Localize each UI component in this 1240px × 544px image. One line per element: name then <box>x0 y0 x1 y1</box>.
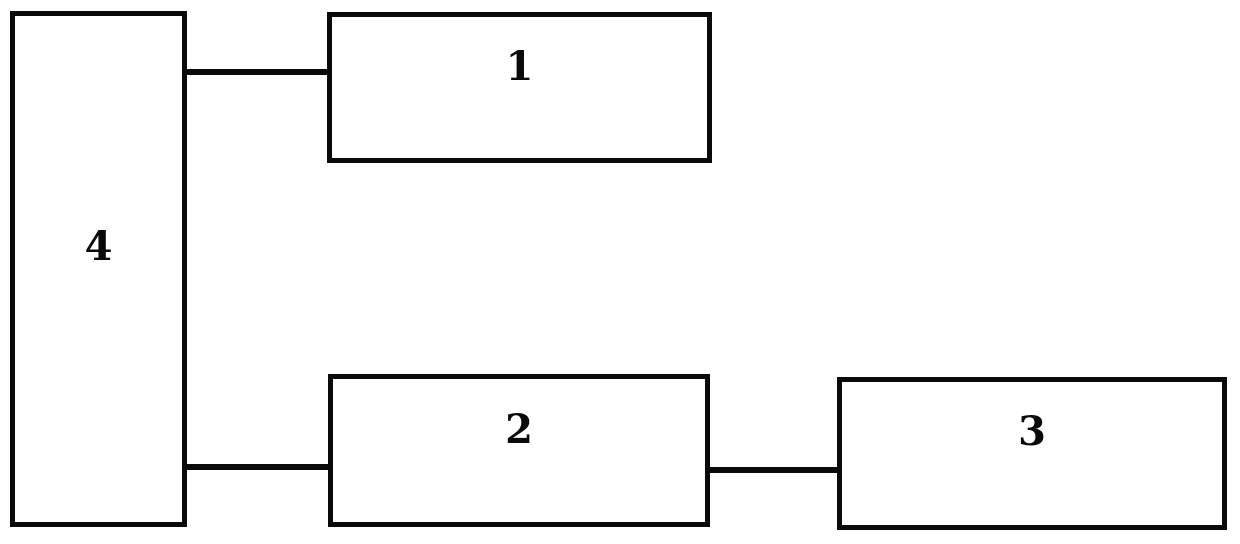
block-4-label: 4 <box>84 223 113 270</box>
block-1-label: 1 <box>505 43 534 90</box>
diagram-block-2: 2 <box>328 374 710 527</box>
block-3-label: 3 <box>1018 408 1046 455</box>
connector-block4-to-block1 <box>185 69 329 75</box>
connector-block2-to-block3 <box>708 467 839 473</box>
connector-block4-to-block2 <box>185 464 330 470</box>
diagram-block-1: 1 <box>327 12 712 163</box>
diagram-block-3: 3 <box>837 377 1227 530</box>
diagram-block-4: 4 <box>10 11 187 527</box>
block-2-label: 2 <box>505 406 533 453</box>
